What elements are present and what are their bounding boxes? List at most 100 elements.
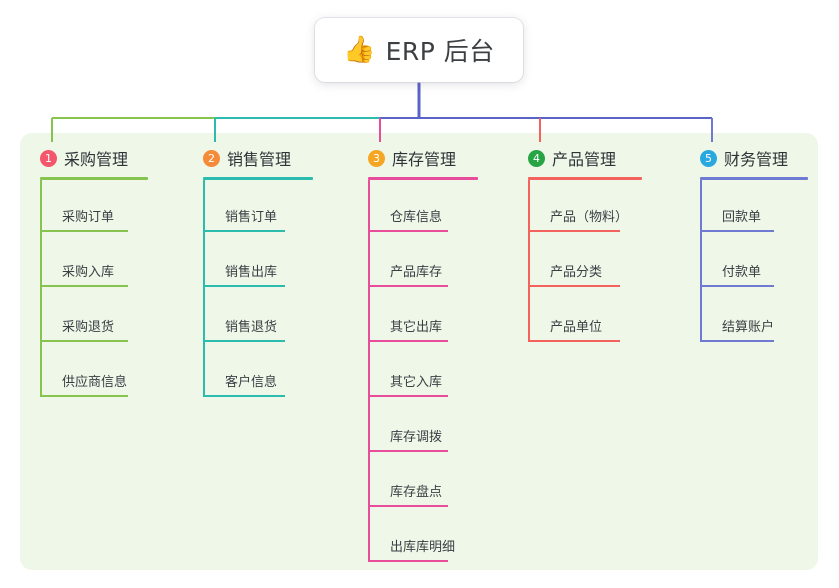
leaf-underline — [368, 395, 448, 397]
leaf-item[interactable]: 采购入库 — [40, 232, 148, 287]
leaf-underline — [40, 230, 128, 232]
branch-header-1[interactable]: 1 采购管理 — [40, 146, 148, 170]
leaf-label: 销售退货 — [225, 320, 278, 335]
leaf-item[interactable]: 销售订单 — [203, 180, 305, 232]
branch-label-2: 销售管理 — [227, 150, 292, 169]
leaf-item[interactable]: 回款单 — [700, 180, 794, 232]
leaf-underline — [700, 340, 774, 342]
leaf-item[interactable]: 结算账户 — [700, 287, 794, 342]
branch-underline-5 — [700, 177, 808, 180]
leaf-label: 销售订单 — [225, 210, 278, 225]
branch-badge-4: 4 — [528, 149, 545, 167]
leaf-label: 销售出库 — [225, 265, 278, 280]
branch-badge-5: 5 — [700, 149, 717, 167]
leaf-spine-3 — [368, 180, 370, 562]
leaf-item[interactable]: 库存盘点 — [368, 452, 468, 507]
leaf-item[interactable]: 客户信息 — [203, 342, 305, 397]
branch-header-3[interactable]: 3 库存管理 — [368, 146, 478, 170]
leaf-item[interactable]: 出库库明细 — [368, 507, 468, 562]
leaf-label: 产品单位 — [550, 320, 603, 335]
leaf-label: 采购入库 — [62, 265, 115, 280]
leaf-underline — [40, 340, 128, 342]
branch-column-5: 5 财务管理回款单付款单结算账户 — [700, 146, 808, 342]
leaf-item[interactable]: 库存调拨 — [368, 397, 468, 452]
leaf-label: 出库库明细 — [390, 540, 456, 555]
leaf-underline — [368, 560, 448, 562]
leaf-spine-5 — [700, 180, 702, 342]
branch-underline-3 — [368, 177, 478, 180]
leaf-item[interactable]: 产品库存 — [368, 232, 468, 287]
leaf-list-4: 产品（物料） 产品分类产品单位 — [528, 180, 642, 342]
leaf-item[interactable]: 付款单 — [700, 232, 794, 287]
leaf-label: 产品分类 — [550, 265, 603, 280]
leaf-underline — [203, 285, 285, 287]
branch-underline-2 — [203, 177, 313, 180]
leaf-label: 供应商信息 — [62, 375, 128, 390]
root-node[interactable]: 👍 ERP 后台 — [315, 18, 523, 82]
branch-column-4: 4 产品管理产品（物料） 产品分类产品单位 — [528, 146, 642, 342]
leaf-underline — [40, 285, 128, 287]
branch-label-4: 产品管理 — [552, 150, 617, 169]
leaf-item[interactable]: 销售退货 — [203, 287, 305, 342]
leaf-label: 采购订单 — [62, 210, 115, 225]
leaf-underline — [203, 230, 285, 232]
thumbs-up-icon: 👍 — [343, 35, 376, 65]
leaf-item[interactable]: 产品分类 — [528, 232, 640, 287]
leaf-underline — [368, 505, 448, 507]
leaf-underline — [368, 285, 448, 287]
branch-badge-3: 3 — [368, 149, 385, 167]
leaf-underline — [368, 450, 448, 452]
leaf-item[interactable]: 采购订单 — [40, 180, 148, 232]
branch-underline-4 — [528, 177, 642, 180]
root-title: ERP 后台 — [385, 37, 495, 66]
branch-column-1: 1 采购管理采购订单采购入库采购退货供应商信息 — [40, 146, 148, 397]
leaf-label: 产品（物料） — [550, 210, 629, 225]
branch-badge-1: 1 — [40, 149, 57, 167]
leaf-label: 其它入库 — [390, 375, 443, 390]
branch-label-5: 财务管理 — [724, 150, 789, 169]
leaf-spine-4 — [528, 180, 530, 342]
branch-label-1: 采购管理 — [64, 150, 129, 169]
leaf-list-5: 回款单付款单结算账户 — [700, 180, 808, 342]
leaf-item[interactable]: 产品（物料） — [528, 180, 640, 232]
leaf-underline — [203, 340, 285, 342]
leaf-list-1: 采购订单采购入库采购退货供应商信息 — [40, 180, 148, 397]
branch-header-4[interactable]: 4 产品管理 — [528, 146, 642, 170]
leaf-underline — [40, 395, 128, 397]
branch-header-5[interactable]: 5 财务管理 — [700, 146, 808, 170]
leaf-item[interactable]: 销售出库 — [203, 232, 305, 287]
leaf-item[interactable]: 供应商信息 — [40, 342, 148, 397]
leaf-underline — [700, 285, 774, 287]
leaf-item[interactable]: 仓库信息 — [368, 180, 468, 232]
leaf-label: 结算账户 — [722, 320, 775, 335]
leaf-underline — [368, 340, 448, 342]
leaf-underline — [700, 230, 774, 232]
leaf-underline — [528, 285, 620, 287]
leaf-label: 仓库信息 — [390, 210, 443, 225]
leaf-underline — [368, 230, 448, 232]
leaf-label: 其它出库 — [390, 320, 443, 335]
leaf-item[interactable]: 采购退货 — [40, 287, 148, 342]
leaf-item[interactable]: 其它出库 — [368, 287, 468, 342]
leaf-label: 回款单 — [722, 210, 762, 225]
leaf-spine-1 — [40, 180, 42, 397]
leaf-label: 产品库存 — [390, 265, 443, 280]
branch-column-3: 3 库存管理仓库信息产品库存其它出库其它入库库存调拨库存盘点出库库明细 — [368, 146, 478, 562]
leaf-item[interactable]: 产品单位 — [528, 287, 640, 342]
leaf-underline — [528, 340, 620, 342]
branch-badge-2: 2 — [203, 149, 220, 167]
leaf-label: 库存盘点 — [390, 485, 443, 500]
branch-underline-1 — [40, 177, 148, 180]
leaf-list-2: 销售订单销售出库销售退货客户信息 — [203, 180, 313, 397]
branch-column-2: 2 销售管理销售订单销售出库销售退货客户信息 — [203, 146, 313, 397]
leaf-underline — [528, 230, 620, 232]
branch-header-2[interactable]: 2 销售管理 — [203, 146, 313, 170]
leaf-label: 采购退货 — [62, 320, 115, 335]
leaf-list-3: 仓库信息产品库存其它出库其它入库库存调拨库存盘点出库库明细 — [368, 180, 478, 562]
leaf-item[interactable]: 其它入库 — [368, 342, 468, 397]
branches-panel — [20, 133, 818, 570]
leaf-label: 客户信息 — [225, 375, 278, 390]
leaf-spine-2 — [203, 180, 205, 397]
branch-label-3: 库存管理 — [392, 150, 457, 169]
